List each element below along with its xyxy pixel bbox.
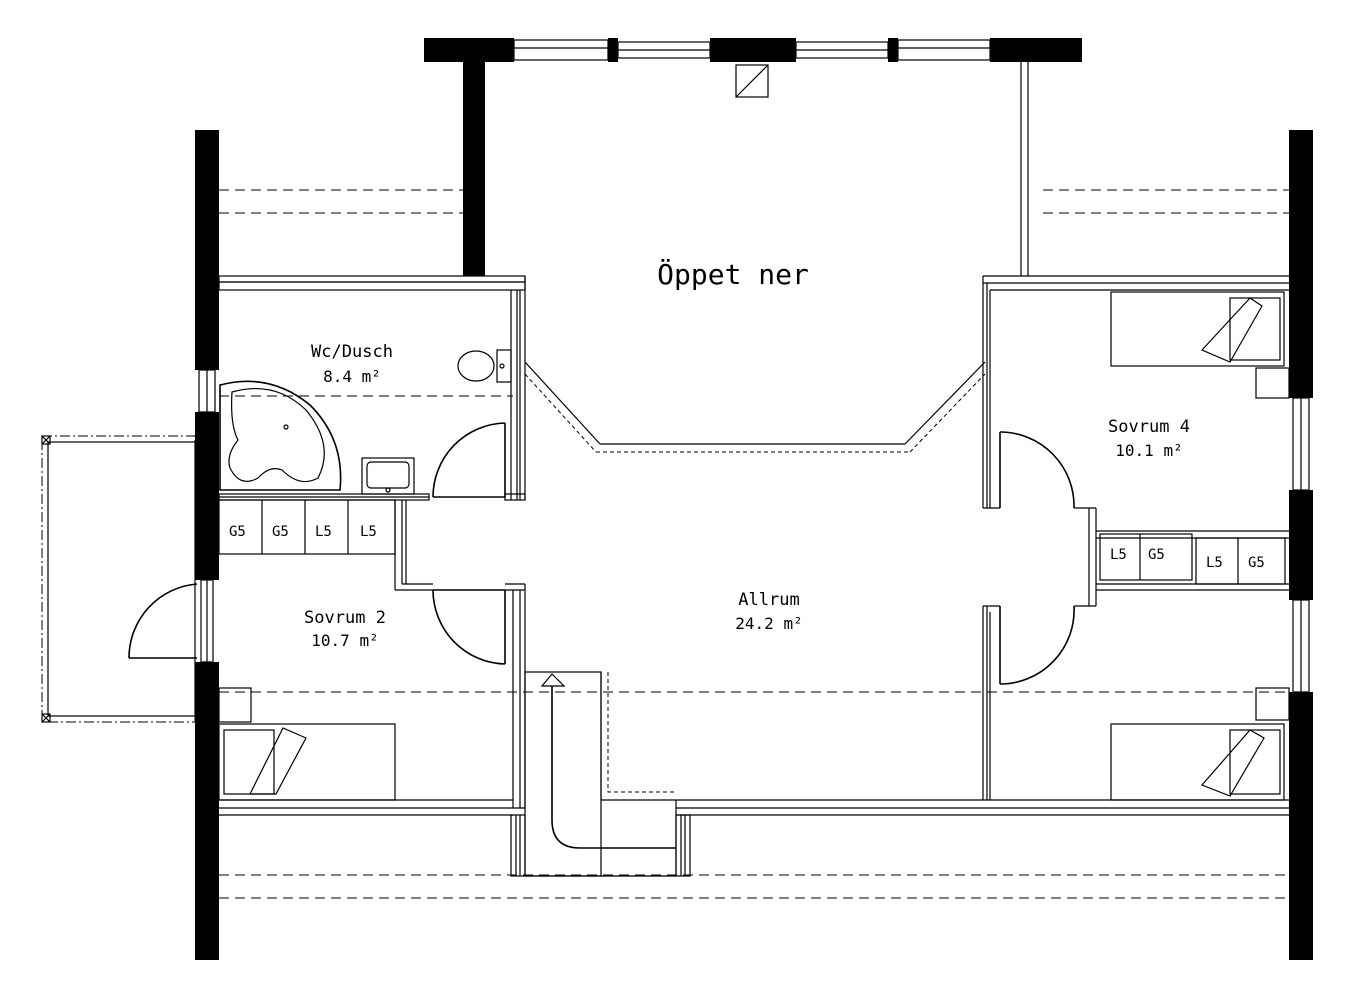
bathroom-area: 8.4 m²	[323, 367, 381, 386]
bathroom-label: Wc/Dusch	[311, 342, 393, 362]
right-exterior-wall	[1289, 130, 1313, 960]
roof-lines	[219, 189, 1289, 899]
wardrobe-label: L5	[1206, 555, 1223, 571]
bedroom2-area: 10.7 m²	[311, 631, 378, 650]
bedroom4-bed	[1110, 291, 1290, 399]
open-area-right-wall	[1020, 62, 1029, 276]
bathroom-walls	[218, 275, 526, 501]
left-exterior-wall	[195, 130, 219, 960]
lower-walls	[510, 799, 1289, 877]
wardrobe-label: L5	[315, 524, 332, 540]
bedroom4-wardrobe-left: L5 G5	[1099, 533, 1193, 581]
open-area-left-wall	[463, 62, 485, 276]
bedroom2-wardrobe: G5 G5 L5 L5	[229, 500, 377, 554]
bedroom2-label: Sovrum 2	[304, 608, 386, 628]
bedroom-door-lower-right	[999, 605, 1075, 685]
bedroom4-walls	[982, 275, 1289, 800]
sink	[361, 457, 415, 495]
wardrobe-label: G5	[1248, 555, 1265, 571]
living-room-area: 24.2 m²	[735, 614, 802, 633]
shaft-symbol	[735, 64, 769, 98]
wardrobe-label: G5	[272, 524, 289, 540]
bedroom4-label: Sovrum 4	[1108, 417, 1190, 437]
staircase	[524, 671, 677, 877]
wardrobe-label: G5	[1148, 547, 1165, 563]
bathroom-door	[432, 422, 506, 498]
balcony	[41, 435, 196, 723]
open-area-railing	[524, 361, 986, 453]
bedroom4-wardrobe-right: L5 G5	[1195, 537, 1286, 585]
lower-right-bed	[1110, 687, 1290, 801]
bathtub	[219, 380, 342, 491]
toilet	[457, 349, 512, 383]
bedroom2-door	[432, 589, 506, 665]
bedroom4-area: 10.1 m²	[1115, 441, 1182, 460]
bedroom2-bed	[218, 687, 396, 801]
wardrobe-label: L5	[1110, 547, 1127, 563]
wardrobe-label: L5	[360, 524, 377, 540]
top-wall	[424, 38, 1082, 62]
wardrobe-label: G5	[229, 524, 246, 540]
open-below-label: Öppet ner	[657, 257, 809, 291]
bedroom4-door	[999, 431, 1075, 509]
balcony-door	[128, 583, 198, 659]
living-room-label: Allrum	[738, 590, 799, 610]
bedroom2-walls	[218, 499, 526, 816]
top-windows	[513, 39, 991, 61]
